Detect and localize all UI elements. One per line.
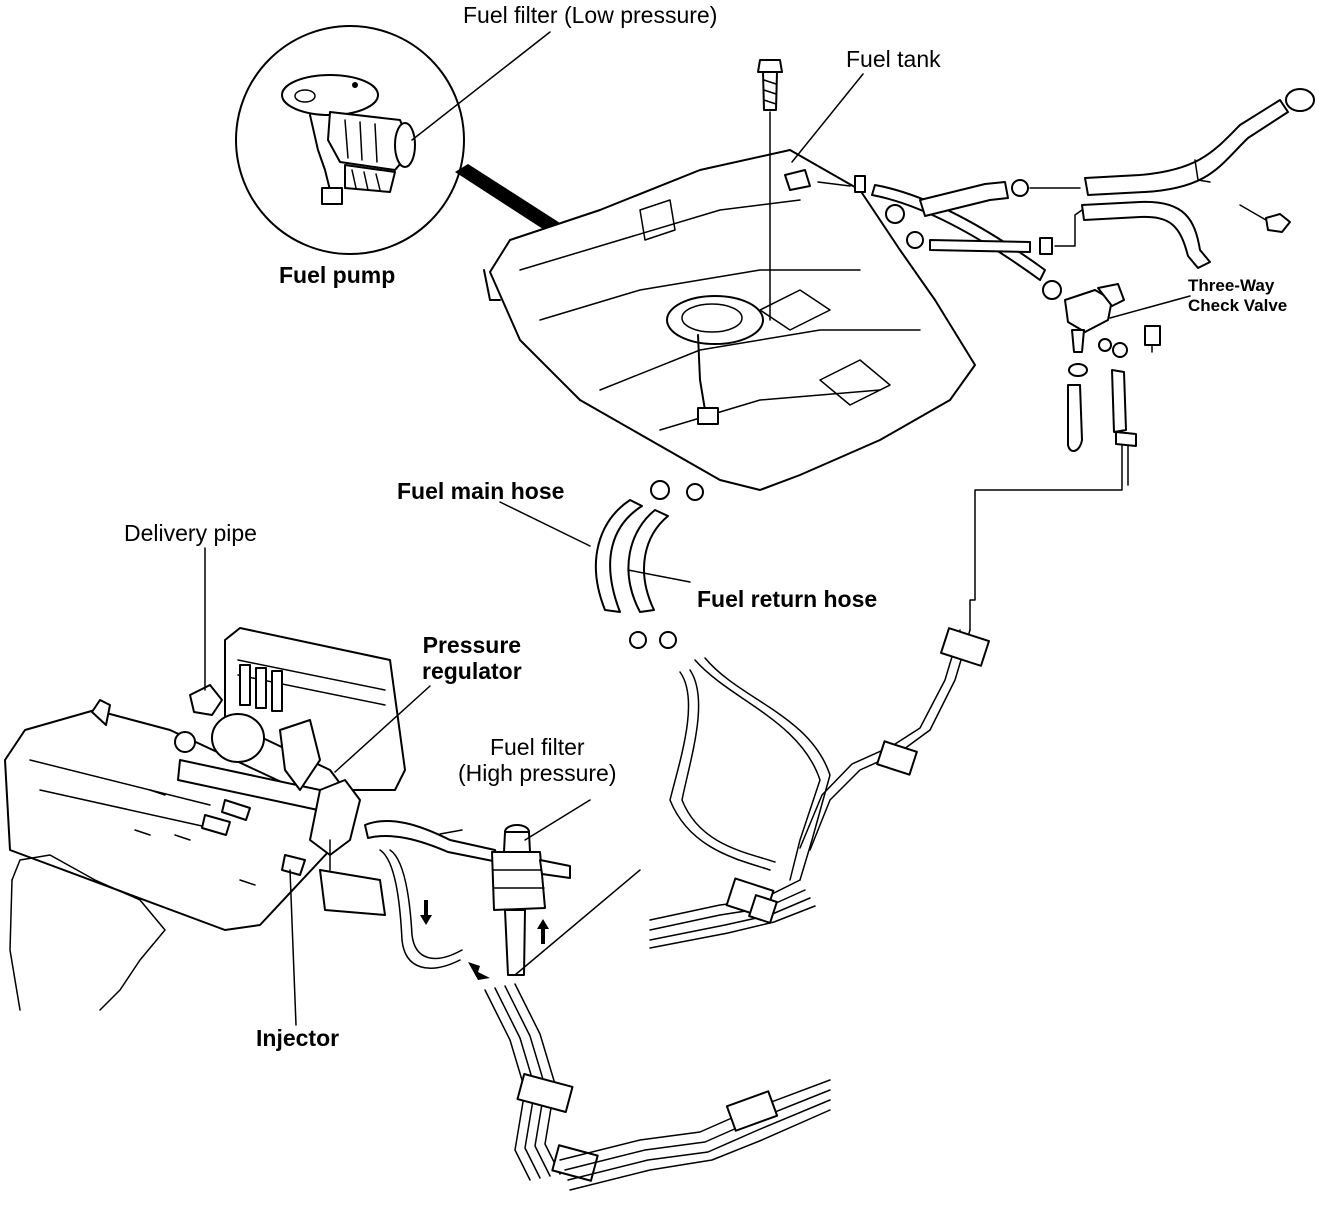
label-fuel-filter-high-line1: Fuel filter [489,734,585,760]
label-pressure-regulator-line1: Pressure [422,632,522,658]
fuel-pump-inset [235,25,465,255]
chassis-fuel-lines [649,627,990,949]
label-three-way-line2: Check Valve [1188,296,1288,316]
label-fuel-filter-high-line2: (High pressure) [458,760,617,787]
label-fuel-tank: Fuel tank [846,46,941,72]
label-fuel-return-hose: Fuel return hose [697,586,878,612]
label-fuel-filter-low-pressure: Fuel filter (Low pressure) [463,2,718,28]
label-delivery-pipe: Delivery pipe [124,520,257,546]
label-fuel-pump: Fuel pump [279,262,396,288]
label-injector: Injector [256,1025,340,1051]
fuel-filter-high-pressure [491,824,641,976]
fuel-hoses [594,480,704,649]
label-three-way-check-valve: Three-Way Check Valve [1188,276,1287,317]
three-way-check-valve [1042,280,1161,452]
fuel-tank [483,149,976,491]
label-fuel-main-hose: Fuel main hose [397,478,565,504]
label-fuel-filter-high-pressure: Fuel filter (High pressure) [458,734,617,787]
filler-pipe-assembly [817,88,1315,281]
leader-lines [204,31,1191,1026]
label-pressure-regulator-line2: regulator [422,658,522,685]
label-three-way-line1: Three-Way [1188,276,1275,295]
lower-fuel-lines [484,983,831,1191]
label-pressure-regulator: Pressure regulator [422,632,522,685]
tank-bolt [757,59,783,321]
